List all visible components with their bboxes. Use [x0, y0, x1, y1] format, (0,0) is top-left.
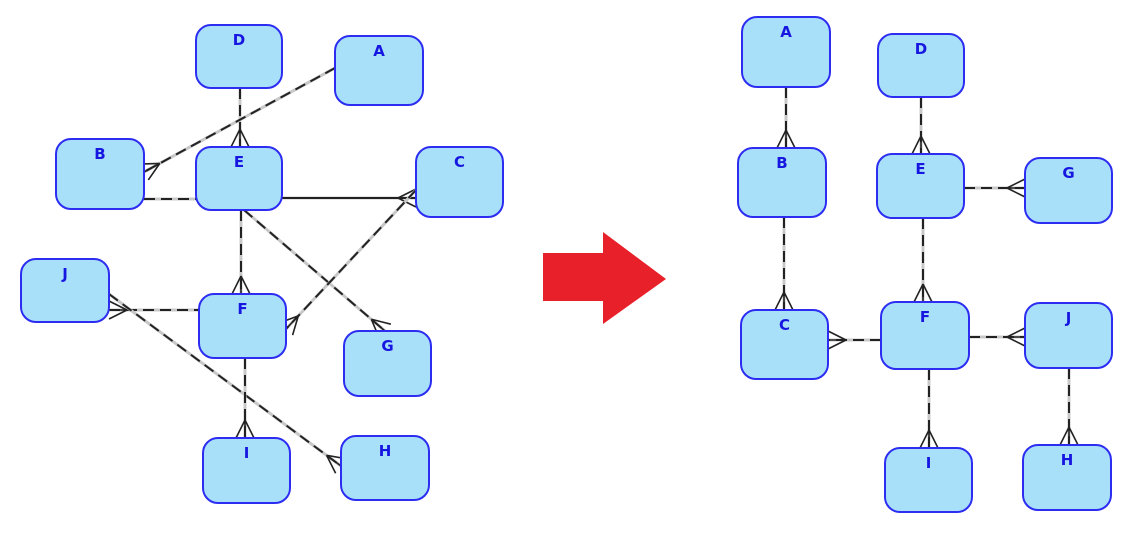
node-box[interactable] [884, 447, 973, 513]
node-box[interactable] [737, 147, 827, 218]
edge-after-f-i [919, 369, 939, 449]
node-after-i[interactable]: I [884, 447, 973, 513]
node-label: F [237, 300, 247, 318]
node-after-a[interactable]: A [741, 16, 831, 88]
node-label: E [234, 153, 244, 171]
node-label: I [244, 444, 250, 462]
node-label: D [915, 40, 927, 58]
node-box[interactable] [55, 138, 145, 210]
node-label: A [780, 23, 792, 41]
node-box[interactable] [740, 309, 829, 380]
crowfoot-icon [774, 291, 794, 311]
node-box[interactable] [741, 16, 831, 88]
node-box[interactable] [876, 153, 965, 219]
node-label: H [1061, 451, 1074, 469]
node-label: A [373, 42, 385, 60]
node-before-g[interactable]: G [343, 330, 432, 397]
node-after-d[interactable]: D [877, 33, 965, 98]
crowfoot-icon [827, 330, 847, 350]
node-before-f[interactable]: F [198, 293, 287, 359]
node-before-j[interactable]: J [20, 258, 110, 323]
edge-after-e-g [964, 178, 1026, 198]
edge-before-e-f [231, 210, 251, 295]
node-label: F [920, 308, 930, 326]
node-box[interactable] [195, 146, 283, 211]
node-label: G [1062, 164, 1074, 182]
node-box[interactable] [1024, 302, 1113, 369]
crowfoot-icon [913, 283, 933, 303]
node-box[interactable] [1022, 444, 1112, 511]
node-before-d[interactable]: D [195, 24, 283, 89]
node-box[interactable] [1024, 157, 1113, 224]
node-box[interactable] [343, 330, 432, 397]
edge-before-a-b [139, 66, 336, 181]
crowfoot-icon [1059, 426, 1079, 446]
node-after-j[interactable]: J [1024, 302, 1113, 369]
nodes-layer: D A B E C J F G I H A D B E G C F J I H [20, 16, 1113, 513]
edge-before-d-e [230, 88, 250, 148]
node-box[interactable] [880, 301, 970, 370]
crowfoot-icon [911, 135, 931, 155]
crowfoot-icon [919, 429, 939, 449]
edge-after-f-j [969, 327, 1026, 347]
node-label: G [381, 337, 393, 355]
node-label: C [779, 316, 790, 334]
edges-layer [108, 66, 1079, 474]
node-after-h[interactable]: H [1022, 444, 1112, 511]
node-after-g[interactable]: G [1024, 157, 1113, 224]
node-label: J [1065, 309, 1072, 327]
node-box[interactable] [20, 258, 110, 323]
edge-before-c-f [279, 188, 418, 336]
node-box[interactable] [334, 35, 424, 106]
edge-before-j-f [108, 300, 199, 320]
edge-before-f-i [235, 358, 255, 439]
edge-after-e-f [913, 218, 933, 303]
edge-before-e-c [282, 188, 417, 208]
node-after-c[interactable]: C [740, 309, 829, 380]
transition-arrow-icon [543, 232, 666, 324]
node-label: I [926, 454, 932, 472]
node-before-e[interactable]: E [195, 146, 283, 211]
node-label: J [61, 265, 68, 283]
node-before-c[interactable]: C [415, 146, 504, 218]
node-box[interactable] [877, 33, 965, 98]
edge-after-f-c [827, 330, 881, 350]
node-before-i[interactable]: I [202, 437, 291, 504]
edge-after-d-e [911, 97, 931, 155]
node-label: B [94, 145, 105, 163]
node-after-e[interactable]: E [876, 153, 965, 219]
edge-after-j-h [1059, 368, 1079, 446]
crowfoot-icon [231, 275, 251, 295]
node-before-a[interactable]: A [334, 35, 424, 106]
node-box[interactable] [202, 437, 291, 504]
node-after-b[interactable]: B [737, 147, 827, 218]
node-before-b[interactable]: B [55, 138, 145, 210]
edge-after-a-b [776, 87, 796, 149]
node-box[interactable] [198, 293, 287, 359]
node-after-f[interactable]: F [880, 301, 970, 370]
edge-after-b-c [774, 217, 794, 311]
node-label: H [379, 442, 392, 460]
node-box[interactable] [415, 146, 504, 218]
crowfoot-icon [235, 419, 255, 439]
node-box[interactable] [195, 24, 283, 89]
crowfoot-icon [1006, 178, 1026, 198]
node-box[interactable] [340, 435, 430, 501]
crowfoot-icon [1006, 327, 1026, 347]
crowfoot-icon [776, 129, 796, 149]
node-label: B [776, 154, 787, 172]
node-label: C [454, 153, 465, 171]
node-label: D [233, 31, 245, 49]
node-label: E [915, 160, 925, 178]
crowfoot-icon [230, 128, 250, 148]
node-before-h[interactable]: H [340, 435, 430, 501]
crowfoot-icon [108, 300, 128, 320]
